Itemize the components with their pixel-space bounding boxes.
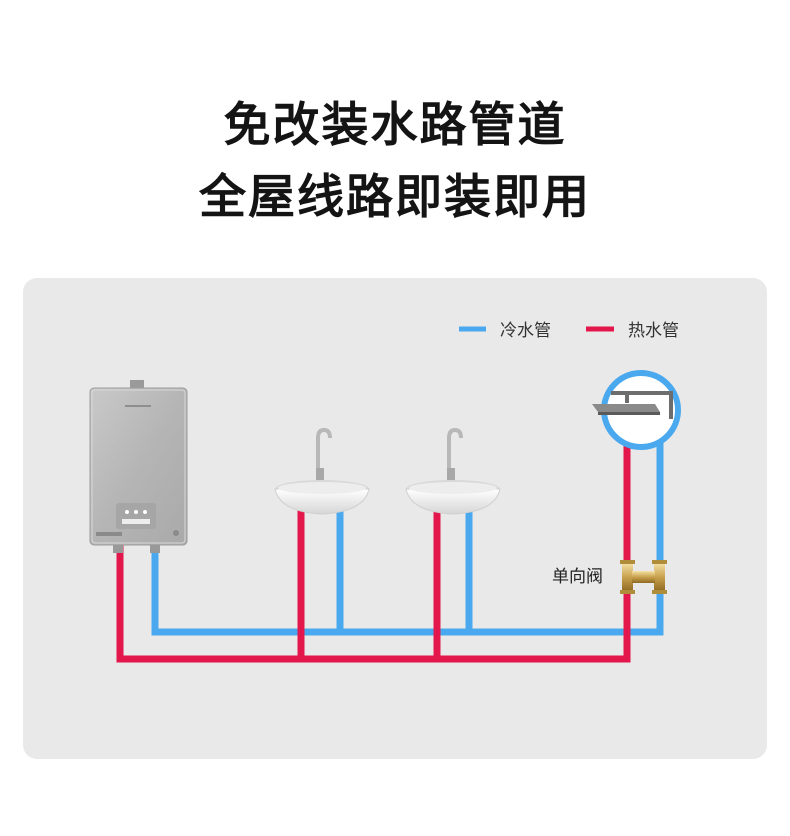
washbasin-icon — [405, 427, 501, 515]
legend-cold-label: 冷水管 — [500, 321, 551, 341]
headline-line-1: 免改装水路管道 — [223, 98, 567, 153]
check-valve-icon — [620, 560, 667, 594]
legend-hot-label: 热水管 — [628, 321, 679, 341]
headline-line-2: 全屋线路即装即用 — [199, 170, 591, 225]
legend: 冷水管 热水管 — [459, 321, 679, 341]
shower-head-icon — [592, 370, 681, 450]
washbasin-icon — [274, 427, 370, 515]
hot-water-pipe — [116, 438, 631, 663]
cold-water-pipe — [151, 438, 664, 636]
water-heater-icon — [89, 380, 188, 553]
check-valve-label: 单向阀 — [552, 567, 603, 587]
